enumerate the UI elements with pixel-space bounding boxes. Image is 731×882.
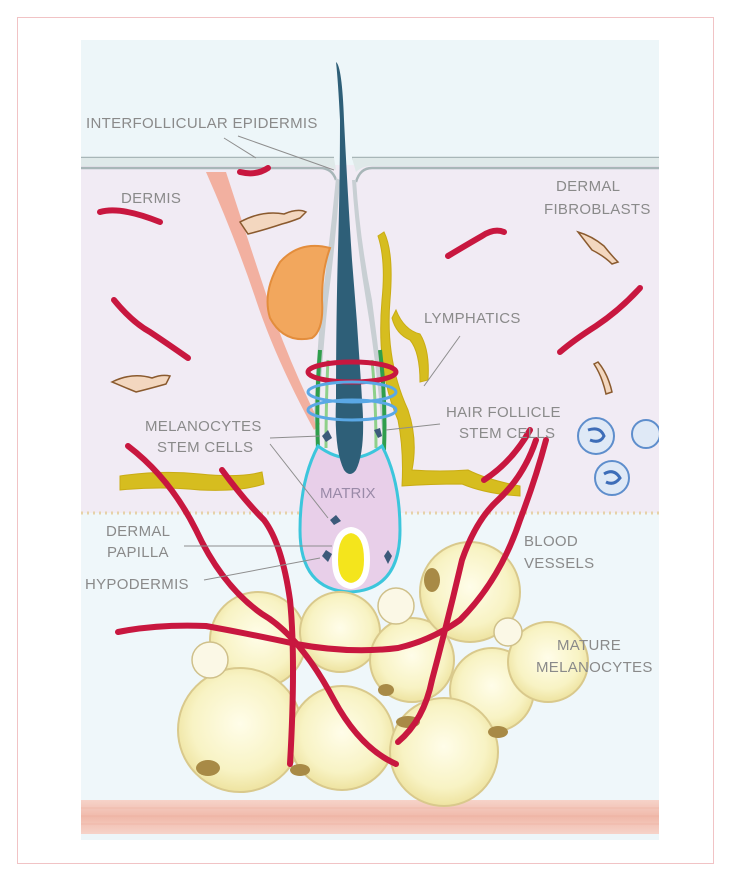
nerve-ring-1 — [306, 380, 398, 404]
label-matrix: MATRIX — [320, 485, 376, 502]
label-interfollicular-epidermis: INTERFOLLICULAR EPIDERMIS — [86, 115, 318, 132]
epidermis-fill — [81, 158, 659, 172]
label-mature-melanocytes-line2: MELANOCYTES — [536, 659, 653, 676]
nerve-ring-2 — [306, 398, 398, 422]
label-mature-melanocytes-line1: MATURE — [557, 637, 621, 654]
sebaceous-gland — [266, 244, 332, 340]
image-frame — [17, 17, 714, 864]
melanocyte-cells — [322, 428, 392, 564]
label-melanocytes-stem-cells-line2: STEM CELLS — [157, 439, 253, 456]
label-blood-vessels-line1: BLOOD — [524, 533, 578, 550]
fibroblast-cells — [110, 209, 620, 395]
hair-shaft — [335, 62, 364, 474]
small-adipocyte-clusters — [191, 587, 523, 679]
muscle-layer — [81, 800, 659, 834]
label-hypodermis: HYPODERMIS — [85, 576, 189, 593]
label-dermal-papilla-line2: PAPILLA — [107, 544, 169, 561]
label-dermal-fibroblasts-line1: DERMAL — [556, 178, 620, 195]
label-hair-follicle-stem-cells-line2: STEM CELLS — [459, 425, 555, 442]
label-hair-follicle-stem-cells-line1: HAIR FOLLICLE — [446, 404, 561, 421]
leader-lines — [184, 135, 461, 581]
label-dermal-fibroblasts-line2: FIBROBLASTS — [544, 201, 651, 218]
follicle-outer-sheath — [314, 178, 386, 430]
label-dermis: DERMIS — [121, 190, 181, 207]
dermal-papilla — [331, 526, 371, 590]
label-blood-vessels-line2: VESSELS — [524, 555, 594, 572]
muscle-fiber-lines — [81, 807, 659, 825]
fat-cell-nuclei — [196, 568, 508, 776]
inner-root-sheath-left — [315, 349, 322, 451]
arrector-pili-muscle — [206, 172, 320, 430]
immune-cells — [577, 417, 659, 496]
label-melanocytes-stem-cells-line1: MELANOCYTES — [145, 418, 262, 435]
label-lymphatics: LYMPHATICS — [424, 310, 521, 327]
blood-vessels — [97, 165, 643, 767]
label-dermal-papilla-line1: DERMAL — [106, 523, 170, 540]
